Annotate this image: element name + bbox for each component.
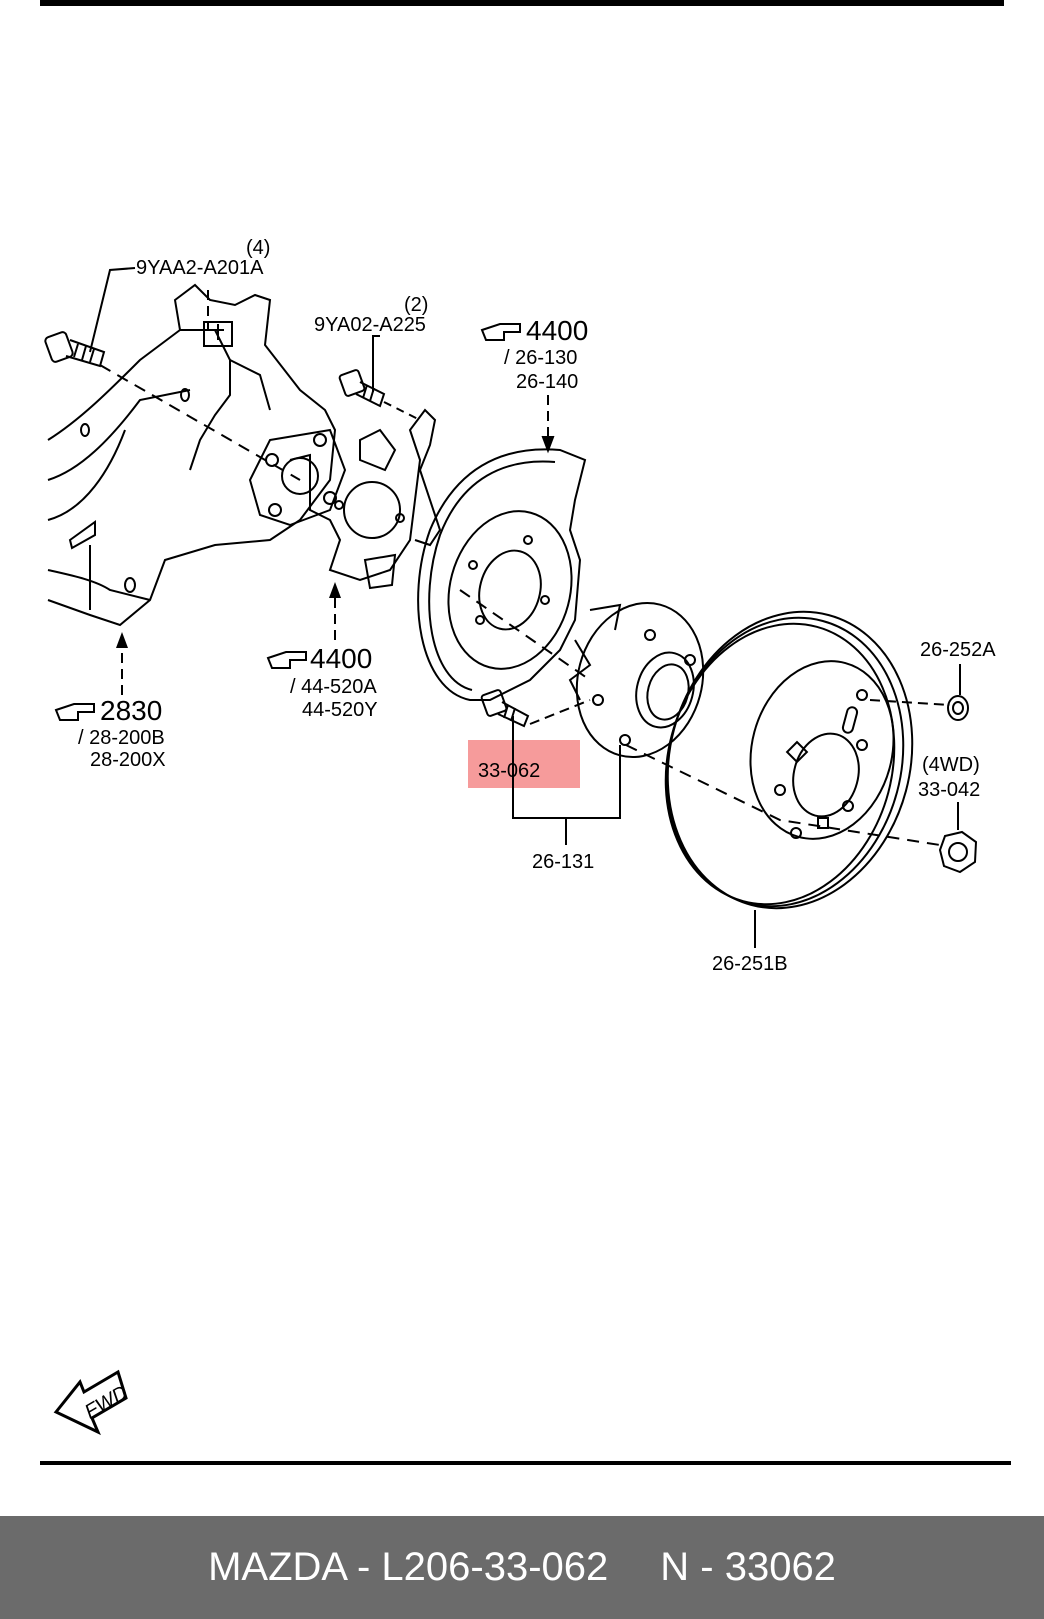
hub-bolt-33-062	[480, 689, 530, 728]
axis-line-9yaa2	[99, 364, 301, 481]
bottom-border	[40, 1461, 1011, 1465]
axis-line-screw	[869, 699, 951, 706]
arrow-44-520	[329, 582, 341, 598]
arrow-26-130	[541, 435, 555, 454]
label-26-130: / 26-130	[504, 347, 577, 369]
parts-diagram: FWD (4) 9YAA2-A201A (2) 9YA02-A225 4400 …	[40, 0, 1011, 1465]
label-44-520a: / 44-520A	[290, 676, 377, 698]
label-26-140: 26-140	[516, 371, 578, 393]
splash-guard-bracket	[289, 408, 442, 590]
label-44-520y: 44-520Y	[302, 699, 378, 721]
part-number: MAZDA - L206-33-062	[208, 1545, 609, 1589]
label-33-062: 33-062	[478, 760, 540, 782]
label-9yaa2-a201a: 9YAA2-A201A	[136, 257, 264, 279]
backing-plate	[417, 448, 587, 701]
hub-nut-33-042	[938, 830, 978, 874]
pointing-hand-icon	[480, 323, 521, 341]
label-qty-2: (2)	[404, 294, 428, 316]
label-28-200b: / 28-200B	[78, 727, 165, 749]
top-border	[40, 0, 1004, 6]
label-ref-2830: 2830	[100, 695, 162, 726]
bolt-9yaa2-a201a	[44, 331, 106, 368]
fwd-arrow-icon	[53, 1369, 128, 1436]
label-26-131: 26-131	[532, 851, 594, 873]
label-28-200x: 28-200X	[90, 749, 166, 771]
part-number-footer: MAZDA - L206-33-062 N - 33062	[0, 1516, 1044, 1619]
label-33-042: 33-042	[918, 779, 980, 801]
label-4wd: (4WD)	[922, 754, 980, 776]
axis-line-plate	[459, 589, 591, 681]
axis-line-bolt	[529, 699, 591, 725]
alt-part-number: N - 33062	[660, 1545, 836, 1589]
pointing-hand-icon	[266, 651, 307, 669]
pointing-hand-icon	[54, 703, 95, 721]
arrow-28-200	[116, 632, 128, 648]
highlight-box	[468, 740, 580, 788]
leader-9yaa2	[89, 267, 136, 353]
disc-screw-26-252a	[947, 695, 969, 721]
knuckle-assembly	[47, 283, 347, 627]
label-ref-4400-mid: 4400	[310, 643, 372, 674]
brake-disc	[664, 610, 914, 910]
bolt-9ya02-a225	[338, 369, 386, 408]
axis-line-disc	[625, 744, 941, 846]
label-26-251b: 26-251B	[712, 953, 788, 975]
label-26-252a: 26-252A	[920, 639, 996, 661]
label-qty-4: (4)	[246, 237, 270, 259]
leader-9ya02	[372, 335, 380, 392]
label-9ya02-a225: 9YA02-A225	[314, 314, 426, 336]
label-ref-4400-top: 4400	[526, 315, 588, 346]
axis-line-9ya02	[383, 401, 421, 421]
